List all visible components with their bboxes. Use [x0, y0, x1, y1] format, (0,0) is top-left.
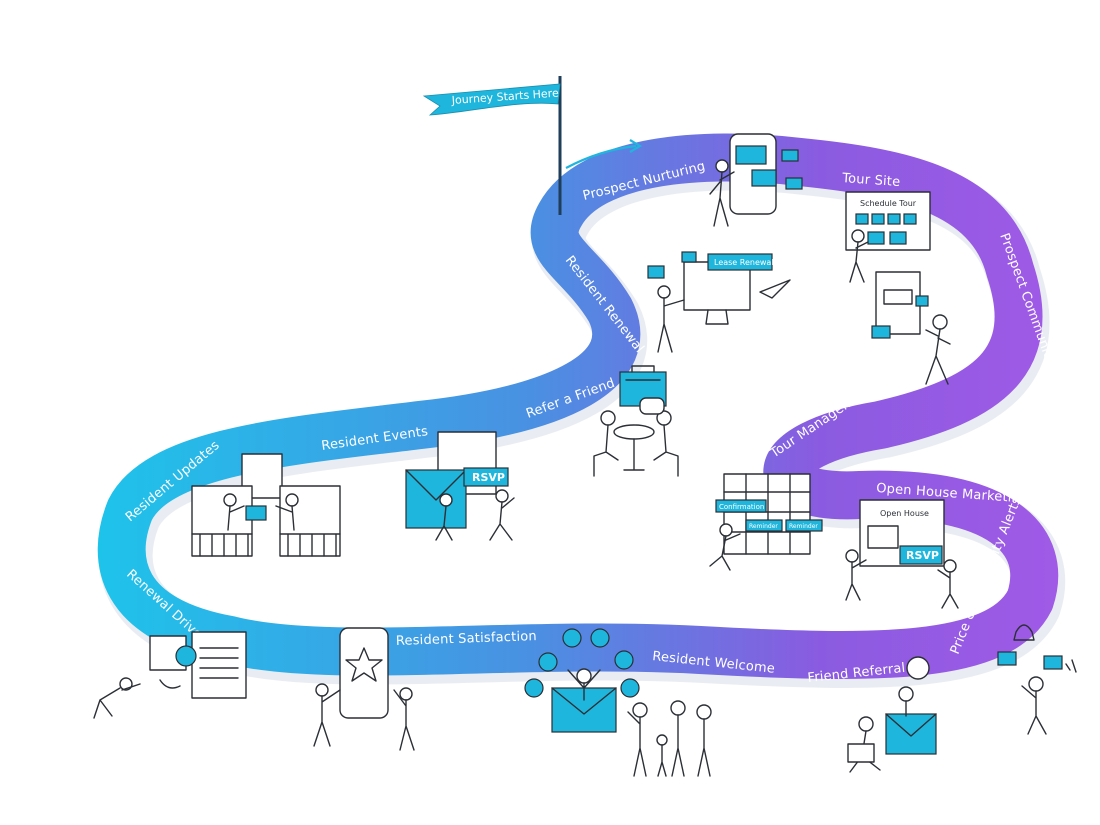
reminder-tag: [785, 519, 823, 532]
person-icon: [845, 549, 859, 563]
person-icon: [399, 687, 413, 701]
person-icon: [600, 410, 616, 426]
resident-welcome-illustration: [524, 628, 712, 777]
rsvp-button: [463, 467, 509, 487]
cafe-table: [613, 424, 655, 440]
balcony-left: [191, 485, 253, 557]
dining-icon: [590, 628, 610, 648]
person-icon: [932, 314, 948, 330]
paper-plane-icon: [759, 279, 791, 299]
building-icon: [906, 656, 930, 680]
lease-renewal-banner: [707, 253, 773, 271]
reminder-label: Reminder: [749, 523, 778, 530]
resident-satisfaction-illustration: [313, 627, 415, 751]
rsvp-label: RSVP: [906, 549, 939, 562]
rsvp-label: RSVP: [472, 471, 505, 484]
pool-icon: [562, 628, 582, 648]
person-icon: [719, 523, 733, 537]
lease-renewal-label: Lease Renewal: [714, 258, 774, 267]
start-flag: Journey Starts Here: [422, 76, 643, 215]
lease-renewal-illustration: Lease Renewal: [647, 251, 791, 353]
prospect-communication-illustration: [871, 271, 951, 385]
person-icon: [576, 668, 592, 684]
bell-icon: [1013, 624, 1035, 641]
cloud-icon: [524, 678, 544, 698]
envelope-icon: [245, 505, 267, 521]
pet-icon: [614, 650, 634, 670]
envelope-icon: [785, 177, 803, 190]
star-icon: [345, 647, 383, 682]
envelope-icon: [997, 651, 1017, 666]
person-icon: [858, 716, 874, 732]
person-icon: [439, 493, 453, 507]
resident-events-illustration: RSVP: [405, 431, 515, 541]
prospect-nurturing-illustration: [709, 133, 803, 227]
envelope-icon: [751, 169, 777, 187]
schedule-tour-title: Schedule Tour: [860, 199, 917, 208]
label-tour-site: Tour Site: [841, 171, 901, 190]
reminder-tag: [745, 519, 783, 532]
balcony-right: [279, 485, 341, 557]
label-resident-satisfaction: Resident Satisfaction: [396, 629, 537, 649]
person-icon: [657, 285, 671, 299]
envelope-icon: [681, 251, 697, 263]
refer-a-friend-illustration: [593, 365, 679, 477]
dollar-icon: [1065, 659, 1077, 673]
tour-management-illustration: Confirmation Reminder Reminder: [709, 473, 823, 571]
person-icon: [943, 559, 957, 573]
flag-banner: [422, 83, 561, 116]
refresh-icon: [175, 645, 197, 667]
schedule-tour-illustration: Schedule Tour: [845, 191, 931, 283]
arrow-icon: [565, 144, 637, 169]
person-icon: [285, 493, 299, 507]
open-house-title: Open House: [880, 509, 929, 518]
open-house-illustration: Open House RSVP: [845, 499, 959, 609]
envelope-icon: [1043, 655, 1063, 670]
building-icon: [620, 678, 640, 698]
person-icon: [223, 493, 237, 507]
confirmation-tag: [715, 499, 767, 513]
person-icon: [898, 686, 914, 702]
envelope-icon: [871, 325, 891, 339]
person-icon: [715, 159, 729, 173]
resident-updates-illustration: [191, 453, 341, 557]
person-icon: [315, 683, 329, 697]
renewal-drives-illustration: [93, 631, 247, 719]
reminder-label: Reminder: [789, 523, 818, 530]
person-icon: [495, 489, 509, 503]
arrow-head-icon: [629, 139, 643, 153]
document-icon: [191, 631, 247, 699]
confirmation-label: Confirmation: [719, 503, 764, 511]
friend-referral-illustration: [847, 656, 937, 773]
envelope-icon: [647, 265, 665, 279]
calendar-icon: [723, 473, 811, 555]
journey-road: [97, 133, 1066, 688]
phone-screen: [735, 145, 767, 165]
piggy-bank-icon: [639, 397, 665, 415]
envelope-icon: [781, 149, 799, 162]
tools-icon: [538, 652, 558, 672]
rsvp-button: [899, 545, 943, 565]
price-alerts-illustration: [997, 624, 1077, 735]
family-group: [627, 700, 712, 777]
laptop-icon: [847, 743, 875, 763]
person-icon: [1028, 676, 1044, 692]
person-icon: [851, 229, 865, 243]
magnet-icon: [159, 679, 181, 689]
